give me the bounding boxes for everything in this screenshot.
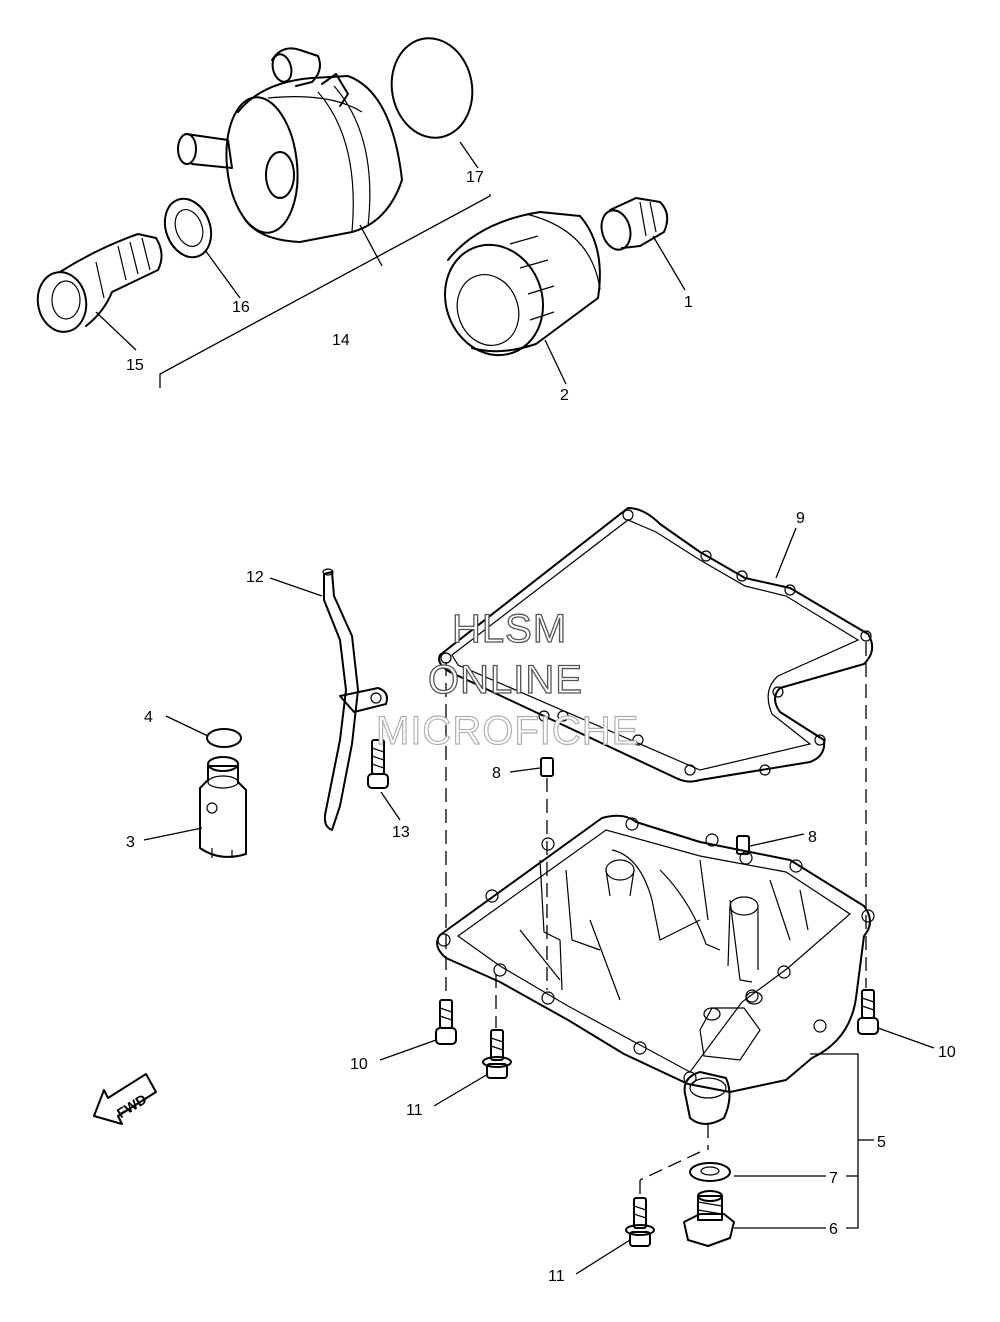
lower-leader-lines bbox=[143, 527, 935, 1275]
oil-component-3 bbox=[199, 756, 247, 858]
oil-filter-2 bbox=[443, 211, 601, 357]
o-ring-17 bbox=[390, 37, 474, 139]
callout-8-left: 8 bbox=[492, 765, 501, 782]
callout-11-upper: 11 bbox=[406, 1102, 423, 1119]
gasket-9 bbox=[438, 507, 874, 783]
oil-pan-5 bbox=[436, 814, 875, 1125]
alignment-dashes bbox=[445, 642, 867, 1196]
callout-5: 5 bbox=[877, 1134, 886, 1151]
watermark-line-3: MICROFICHE bbox=[376, 709, 639, 753]
watermark: HLSM ONLINE MICROFICHE bbox=[375, 606, 639, 753]
fitting-1 bbox=[600, 197, 669, 251]
callout-13: 13 bbox=[392, 824, 410, 841]
watermark-line-1: HLSM bbox=[452, 607, 567, 651]
callout-10-left: 10 bbox=[350, 1056, 368, 1073]
callout-15: 15 bbox=[126, 357, 144, 374]
callout-2: 2 bbox=[560, 387, 569, 404]
callout-12: 12 bbox=[246, 569, 264, 586]
flange-bolt-11b bbox=[625, 1197, 655, 1247]
callout-labels: 1 2 3 4 5 6 7 8 8 9 10 10 11 11 12 13 14… bbox=[126, 169, 956, 1285]
callout-1: 1 bbox=[684, 294, 693, 311]
callout-4: 4 bbox=[144, 709, 153, 726]
callout-3: 3 bbox=[126, 834, 135, 851]
callout-14: 14 bbox=[332, 332, 350, 349]
dowel-pin-8b bbox=[736, 835, 750, 855]
washer-16 bbox=[163, 197, 213, 259]
callout-6: 6 bbox=[829, 1221, 838, 1238]
upper-leader-lines bbox=[95, 141, 686, 388]
fwd-label: FWD bbox=[114, 1091, 150, 1121]
callout-7: 7 bbox=[829, 1170, 838, 1187]
union-bolt-15 bbox=[36, 233, 163, 333]
watermark-line-2: ONLINE bbox=[428, 658, 583, 702]
flange-bolt-11a bbox=[482, 1029, 512, 1079]
oil-cooler-14 bbox=[177, 47, 403, 243]
bolt-13 bbox=[367, 739, 389, 789]
callout-16: 16 bbox=[232, 299, 250, 316]
dowel-pin-8a bbox=[540, 757, 554, 777]
callout-17: 17 bbox=[466, 169, 484, 186]
callout-10-right: 10 bbox=[938, 1044, 956, 1061]
forward-arrow-icon: FWD bbox=[93, 1073, 157, 1125]
callout-11-lower: 11 bbox=[548, 1268, 565, 1285]
oil-pipe-12 bbox=[322, 568, 388, 831]
o-ring-4 bbox=[206, 728, 242, 748]
bolt-10a bbox=[435, 999, 457, 1045]
drain-plug-6 bbox=[683, 1190, 735, 1247]
callout-8-right: 8 bbox=[808, 829, 817, 846]
callout-9: 9 bbox=[796, 510, 805, 527]
washer-7 bbox=[689, 1162, 731, 1182]
bolt-10b bbox=[857, 989, 879, 1035]
